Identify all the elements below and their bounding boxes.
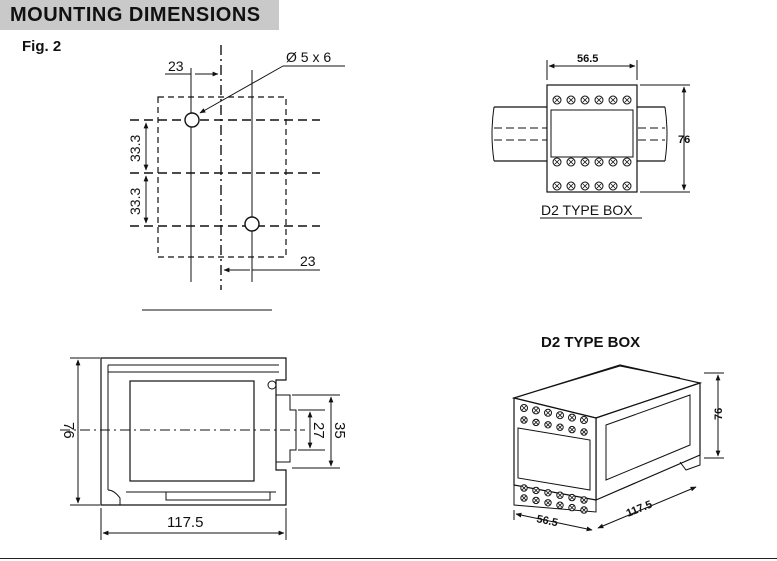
- side-bottom-strip: [166, 492, 270, 500]
- isometric-drawing: [514, 365, 700, 512]
- side-width-label: 117.5: [167, 514, 203, 531]
- clip-outer-label: 35: [331, 422, 348, 439]
- rail-break-right: [665, 107, 667, 161]
- mounting-hole-top: [185, 113, 199, 127]
- side-clip-screw: [268, 381, 276, 389]
- hole-spec-label: Ø 5 x 6: [286, 49, 331, 65]
- side-height-label: 76: [60, 422, 77, 439]
- iso-length-label: 117.5: [625, 499, 654, 520]
- dim-label-33-upper: 33.3: [127, 135, 143, 162]
- side-clip: [276, 395, 296, 462]
- iso-depth-label: 56.5: [535, 513, 558, 529]
- iso-height-label: 76: [713, 408, 725, 420]
- dim-label-23-bottom: 23: [300, 253, 316, 269]
- page-bottom-rule: [0, 558, 777, 559]
- hole-pattern-drawing: [130, 45, 345, 310]
- rail-break-left: [492, 107, 494, 161]
- dim-label-33-lower: 33.3: [127, 188, 143, 215]
- rail-width-label: 56.5: [577, 53, 598, 65]
- rail-view-drawing: [492, 60, 690, 218]
- hole-pattern-outline: [158, 97, 286, 257]
- iso-title: D2 TYPE BOX: [541, 334, 640, 351]
- side-body-outline: [101, 358, 286, 505]
- side-inner-panel: [130, 381, 254, 481]
- rail-height-label: 76: [678, 134, 690, 146]
- mounting-hole-bottom: [245, 217, 259, 231]
- side-view-drawing: [60, 358, 340, 540]
- rail-caption: D2 TYPE BOX: [541, 202, 633, 218]
- dim-label-23-top: 23: [168, 58, 184, 74]
- hole-spec-leader: [200, 66, 283, 113]
- side-foot-left: [108, 490, 120, 505]
- clip-inner-label: 27: [310, 422, 327, 439]
